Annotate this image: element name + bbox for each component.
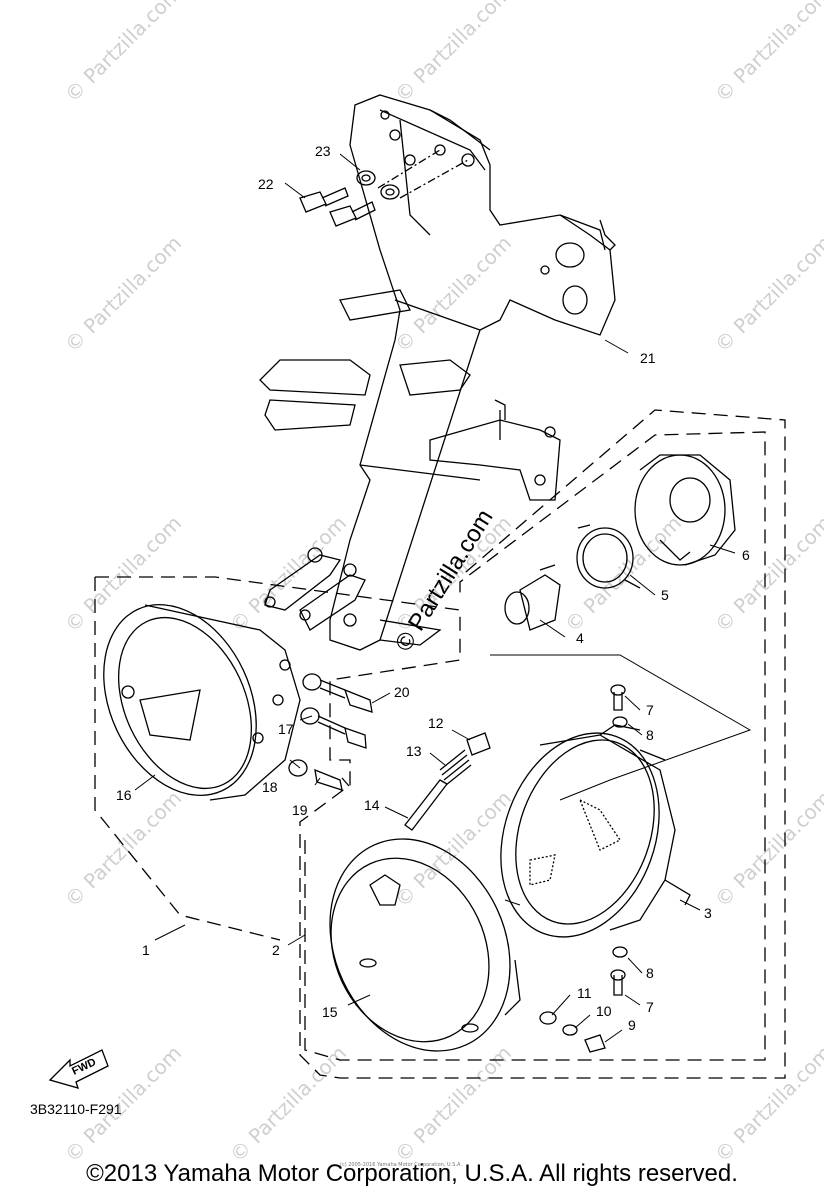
screws-and-washers (539, 684, 628, 1053)
callout-7a: 7 (646, 702, 654, 718)
callout-10: 10 (596, 1003, 612, 1019)
bulb-retaining-ring (576, 524, 641, 589)
adjuster-parts (404, 732, 491, 831)
callout-6: 6 (742, 547, 750, 563)
callout-4: 4 (576, 630, 584, 646)
callout-2: 2 (272, 942, 280, 958)
callout-1: 1 (142, 942, 150, 958)
callout-8b: 8 (646, 965, 654, 981)
callout-11: 11 (577, 985, 592, 1001)
callout-9: 9 (628, 1017, 636, 1033)
callout-21: 21 (640, 350, 656, 366)
headlight-rear-cover (634, 454, 736, 566)
callout-22: 22 (258, 176, 274, 192)
drawing-code: 3B32110-F291 (30, 1101, 122, 1117)
callout-20: 20 (394, 684, 410, 700)
headlight-stay (259, 94, 616, 651)
callout-14: 14 (364, 797, 380, 813)
callout-19: 19 (292, 802, 308, 818)
group-outline-1 (95, 409, 786, 1079)
callout-23: 23 (315, 143, 331, 159)
callout-12: 12 (428, 715, 444, 731)
leader-dashdot (377, 149, 469, 199)
callout-18: 18 (262, 779, 278, 795)
headlight-rim (329, 838, 521, 1052)
bolt-set-17-20 (288, 673, 373, 791)
callout-16: 16 (116, 787, 132, 803)
callout-5: 5 (661, 587, 669, 603)
callout-13: 13 (406, 743, 422, 759)
callout-17: 17 (278, 721, 294, 737)
callout-8a: 8 (646, 727, 654, 743)
group-outline-1-left (94, 577, 281, 941)
callout-3: 3 (704, 905, 712, 921)
callout-15: 15 (322, 1004, 338, 1020)
washer-23 (356, 170, 400, 200)
footer-copyright: ©2013 Yamaha Motor Corporation, U.S.A. A… (86, 1160, 738, 1187)
group-outline-2 (304, 431, 766, 1061)
fwd-arrow-icon: FWD (48, 1049, 109, 1089)
bolt-22 (299, 187, 376, 227)
bulb (504, 564, 561, 631)
leader-lines (134, 153, 752, 1043)
headlight-housing (103, 604, 301, 801)
callout-labels: 1 2 3 4 5 6 7 7 8 8 9 10 11 12 13 14 15 … (116, 143, 750, 1033)
callout-7b: 7 (646, 999, 654, 1015)
headlight-unit (500, 724, 691, 938)
tiny-copyright: (c) 2005-2016 Yamaha Motor Corporation, … (340, 1162, 462, 1168)
